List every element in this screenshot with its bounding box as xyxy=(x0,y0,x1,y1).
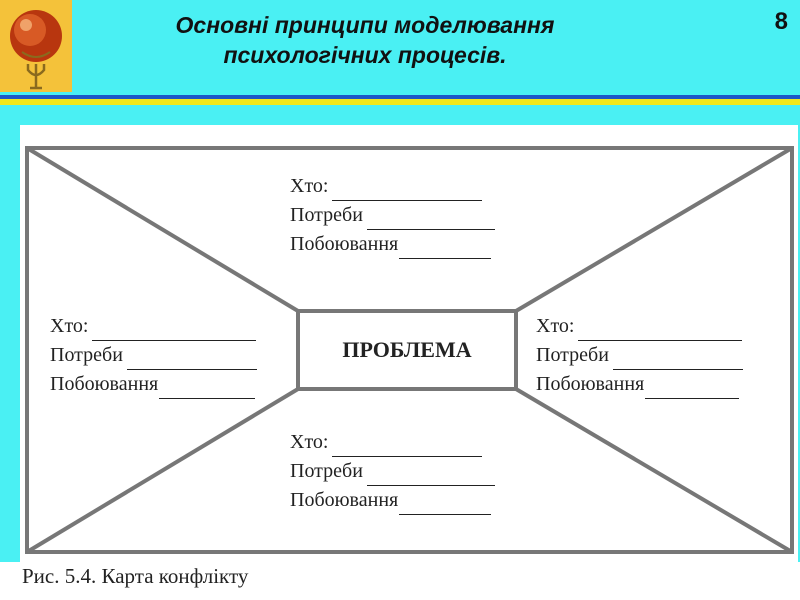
diagonal-bottom-left xyxy=(25,387,300,554)
diagonal-top-right xyxy=(514,146,794,313)
party-who-line: Хто: xyxy=(290,428,495,457)
party-who-label: Хто: xyxy=(536,315,575,337)
party-fears-label: Побоювання xyxy=(536,373,645,395)
page-title: Основні принципи моделювання психологічн… xyxy=(100,10,630,70)
party-fears-line: Побоювання xyxy=(536,370,743,399)
party-who-label: Хто: xyxy=(290,175,329,197)
page-number: 8 xyxy=(774,8,788,35)
figure-caption: Рис. 5.4. Карта конфлікту xyxy=(22,564,249,588)
right-margin-band xyxy=(798,125,800,562)
party-who-label: Хто: xyxy=(290,431,329,453)
blank-line xyxy=(399,238,492,259)
stripe-yellow xyxy=(0,99,800,105)
party-block-bottom: Хто: Потреби Побоювання xyxy=(290,428,495,515)
blank-line xyxy=(612,349,743,370)
party-needs-label: Потреби xyxy=(536,344,609,366)
party-block-top: Хто: Потреби Побоювання xyxy=(290,172,495,259)
party-fears-label: Побоювання xyxy=(290,233,399,255)
logo-graphic xyxy=(0,0,72,92)
diagonal-bottom-right xyxy=(514,387,794,554)
blank-line xyxy=(578,320,743,341)
party-needs-line: Потреби xyxy=(536,341,743,370)
party-block-right: Хто: Потреби Побоювання xyxy=(536,312,743,399)
party-who-label: Хто: xyxy=(50,315,89,337)
header-band xyxy=(0,0,800,95)
blank-line xyxy=(332,180,483,201)
party-who-line: Хто: xyxy=(50,312,257,341)
problem-label: ПРОБЛЕМА xyxy=(342,337,472,362)
party-needs-line: Потреби xyxy=(50,341,257,370)
blank-line xyxy=(92,320,257,341)
party-fears-label: Побоювання xyxy=(50,373,159,395)
blank-line xyxy=(366,209,495,230)
blank-line xyxy=(332,436,483,457)
title-line-1: Основні принципи моделювання xyxy=(175,12,555,38)
party-needs-label: Потреби xyxy=(290,204,363,226)
party-block-left: Хто: Потреби Побоювання xyxy=(50,312,257,399)
title-line-2: психологічних процесів. xyxy=(223,42,507,68)
blank-line xyxy=(366,465,495,486)
party-fears-line: Побоювання xyxy=(50,370,257,399)
stripe-blue xyxy=(0,95,800,99)
party-needs-label: Потреби xyxy=(50,344,123,366)
globe-psi-logo-icon xyxy=(0,0,72,92)
party-fears-label: Побоювання xyxy=(290,489,399,511)
outer-frame xyxy=(25,146,794,554)
party-needs-label: Потреби xyxy=(290,460,363,482)
blank-line xyxy=(126,349,257,370)
problem-box xyxy=(296,309,518,391)
party-needs-line: Потреби xyxy=(290,457,495,486)
party-who-line: Хто: xyxy=(536,312,743,341)
party-fears-line: Побоювання xyxy=(290,230,495,259)
stripe-cyan xyxy=(0,105,800,125)
party-needs-line: Потреби xyxy=(290,201,495,230)
party-fears-line: Побоювання xyxy=(290,486,495,515)
blank-line xyxy=(399,494,492,515)
blank-line xyxy=(159,378,256,399)
party-who-line: Хто: xyxy=(290,172,495,201)
left-margin-band xyxy=(0,125,20,562)
blank-line xyxy=(645,378,740,399)
diagonal-top-left xyxy=(25,146,300,313)
